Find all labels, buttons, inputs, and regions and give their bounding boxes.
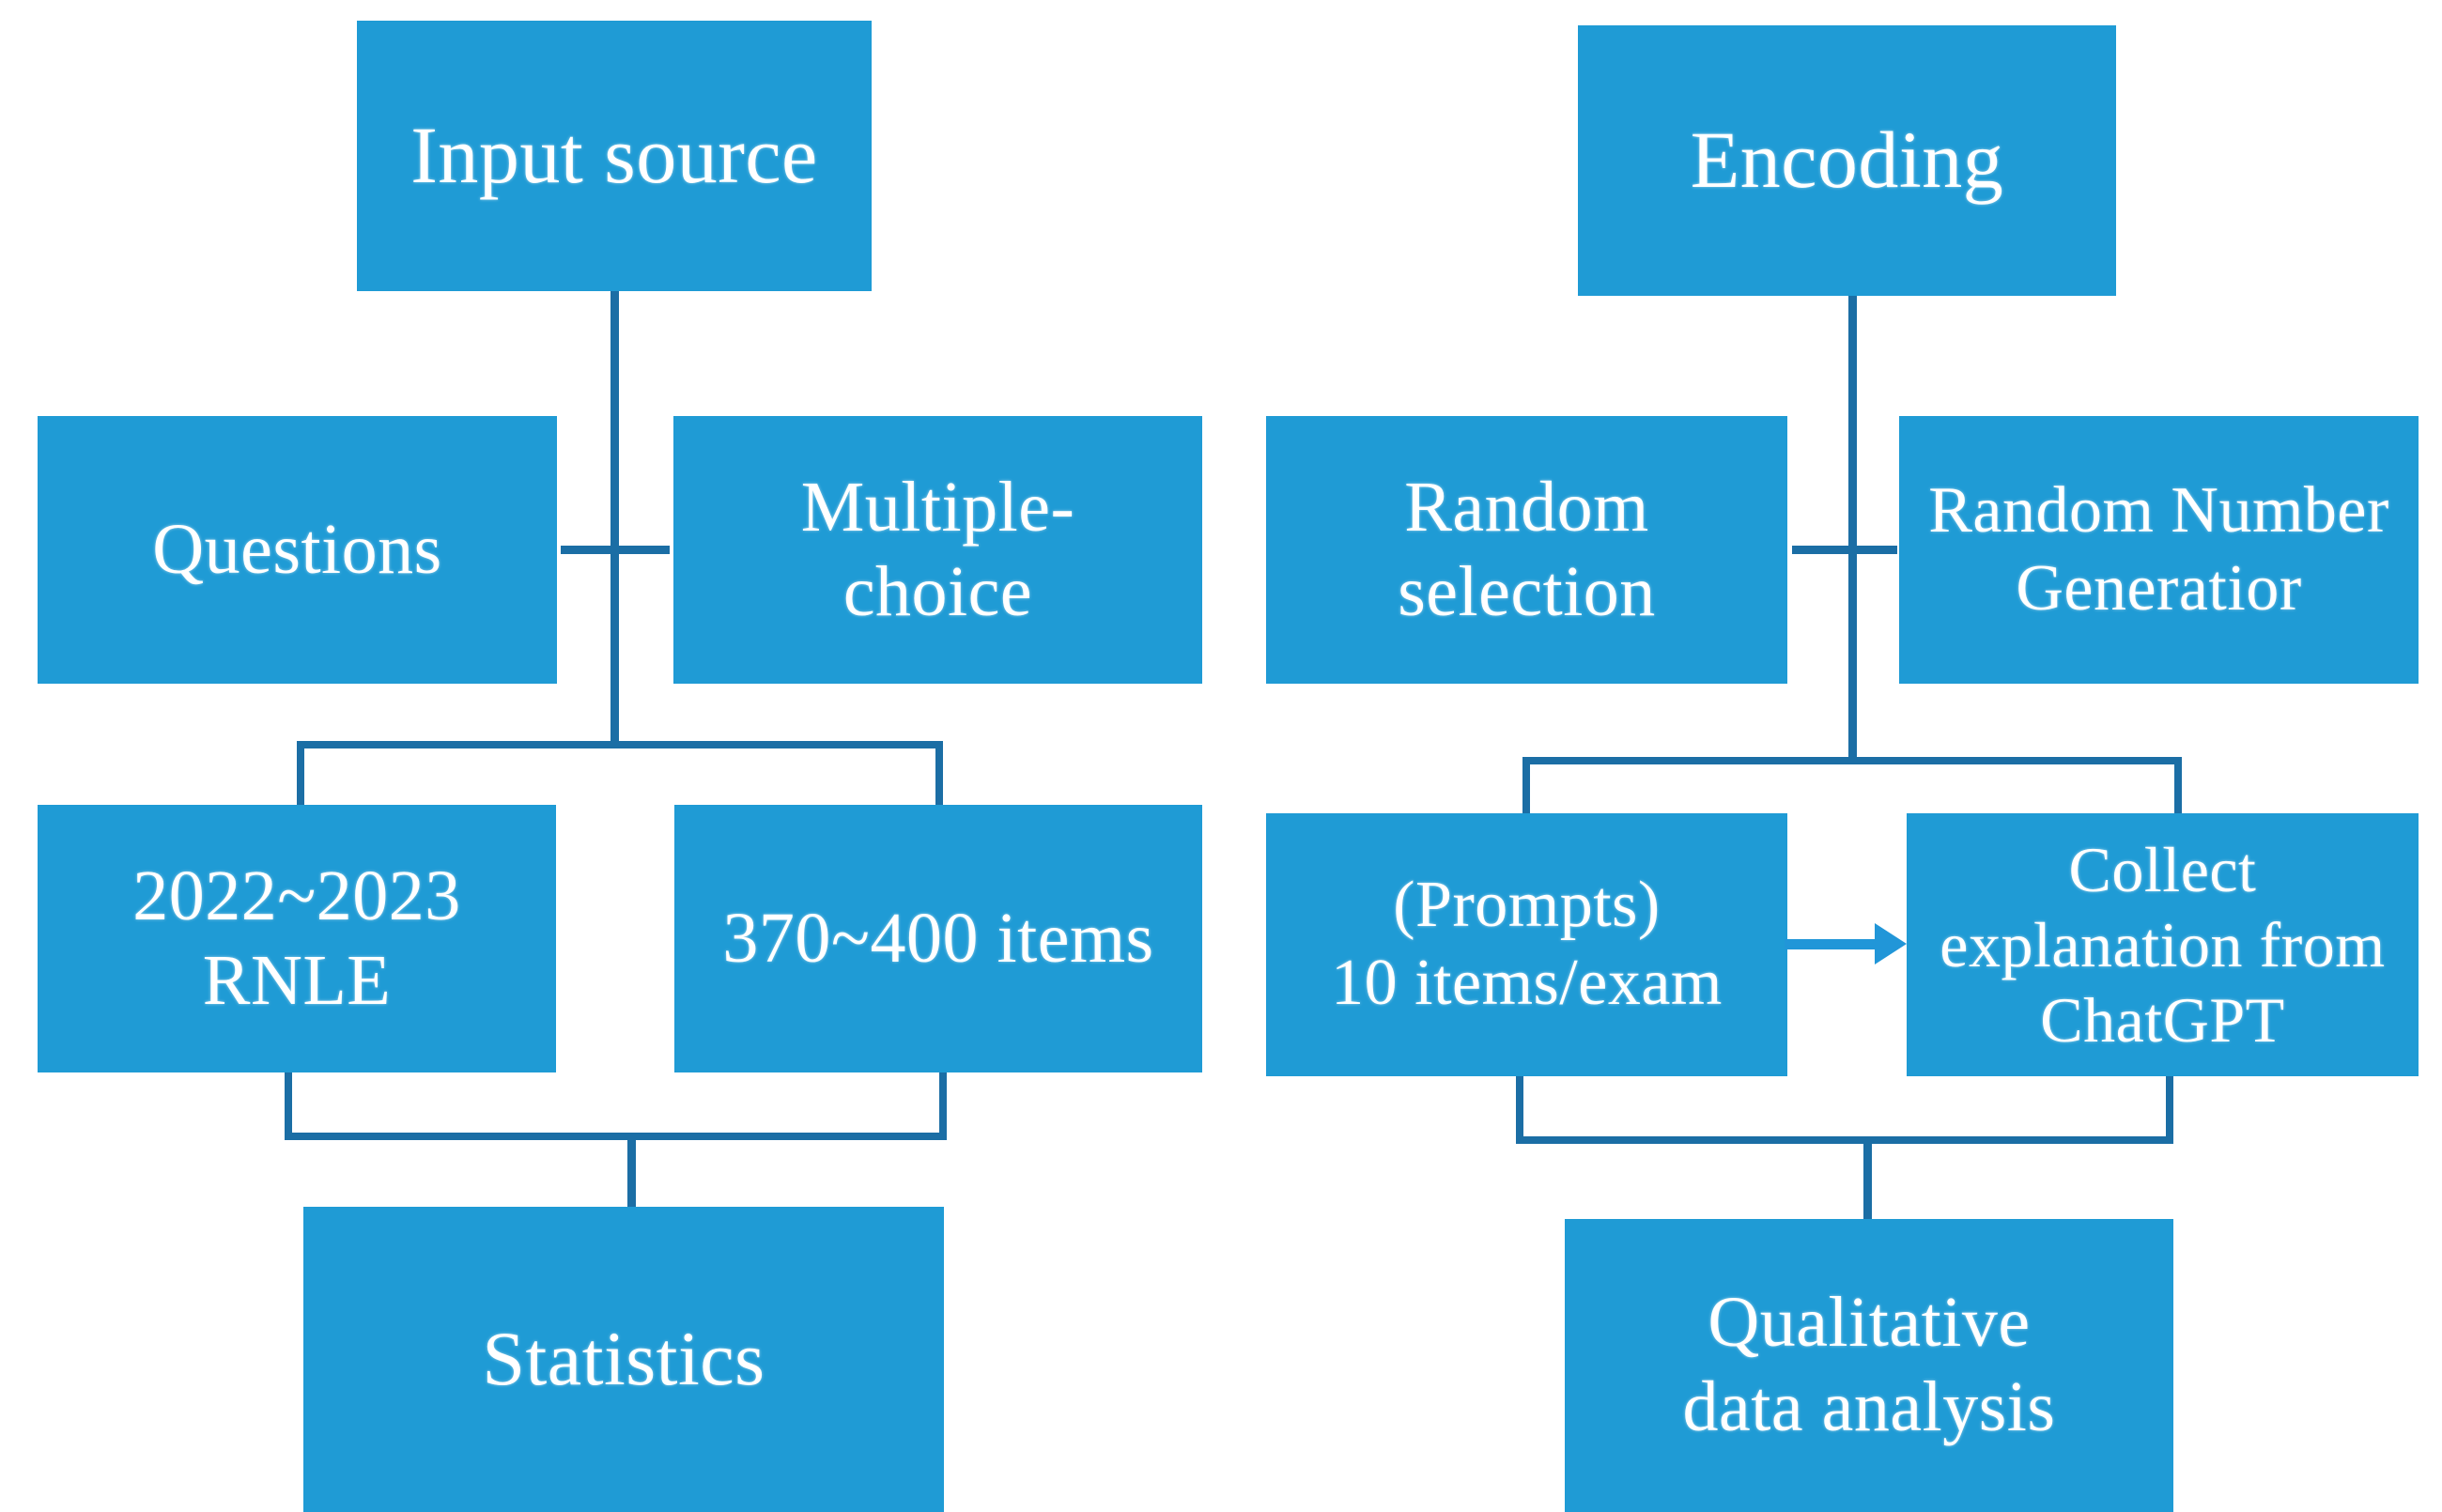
connector-left-main-stem [610,291,619,747]
connector-right-merge-leg-right [2166,1076,2173,1144]
node-input-source-label: Input source [410,110,818,201]
node-rnle-years-label: 2022~2023 RNLE [132,856,461,1020]
connector-left-bracket-top [297,741,943,748]
connector-right-outcome-stem [1863,1136,1872,1226]
node-random-selection[interactable]: Random selection [1266,416,1787,684]
node-statistics[interactable]: Statistics [303,1207,944,1512]
node-multiple-choice[interactable]: Multiple- choice [673,416,1202,684]
connector-left-statistics-stem [627,1133,636,1210]
node-encoding[interactable]: Encoding [1578,25,2116,296]
node-random-selection-label: Random selection [1398,467,1656,631]
connector-left-merge-leg-right [939,1072,947,1140]
node-rnle-years[interactable]: 2022~2023 RNLE [38,805,556,1072]
connector-random-selection-tick [1792,546,1850,554]
node-qualitative-analysis[interactable]: Qualitative data analysis [1565,1219,2173,1512]
connector-questions-tick [561,546,613,554]
connector-left-merge-leg-left [285,1072,292,1140]
connector-random-number-generator-tick [1852,546,1897,554]
node-random-number-generator[interactable]: Random Number Generatior [1899,416,2419,684]
connector-multiple-choice-tick [615,546,670,554]
node-input-source[interactable]: Input source [357,21,872,291]
node-collect-explanation[interactable]: Collect explanation from ChatGPT [1907,813,2419,1076]
node-questions[interactable]: Questions [38,416,557,684]
node-encoding-label: Encoding [1690,115,2004,206]
connector-right-bracket-top [1522,757,2182,764]
node-prompts[interactable]: (Prompts) 10 items/exam [1266,813,1787,1076]
node-prompts-label: (Prompts) 10 items/exam [1331,869,1723,1019]
node-qualitative-analysis-label: Qualitative data analysis [1682,1283,2056,1446]
arrow-prompts-to-collect-shaft [1785,939,1878,949]
connector-right-merge-bottom [1516,1136,2173,1144]
connector-right-bracket-leg-left [1522,757,1530,815]
connector-left-bracket-leg-left [297,741,304,807]
arrow-prompts-to-collect-head [1875,923,1907,964]
connector-left-merge-bottom [285,1133,947,1140]
node-questions-label: Questions [152,509,442,589]
connector-right-merge-leg-left [1516,1076,1523,1144]
node-random-number-generator-label: Random Number Generatior [1928,473,2389,625]
node-item-count-label: 370~400 items [722,898,1154,978]
node-statistics-label: Statistics [482,1316,765,1402]
connector-right-main-stem [1848,296,1857,764]
node-item-count[interactable]: 370~400 items [674,805,1202,1072]
connector-left-bracket-leg-right [935,741,943,807]
node-collect-explanation-label: Collect explanation from ChatGPT [1940,833,2386,1057]
connector-right-bracket-leg-right [2174,757,2182,815]
node-multiple-choice-label: Multiple- choice [800,467,1075,631]
